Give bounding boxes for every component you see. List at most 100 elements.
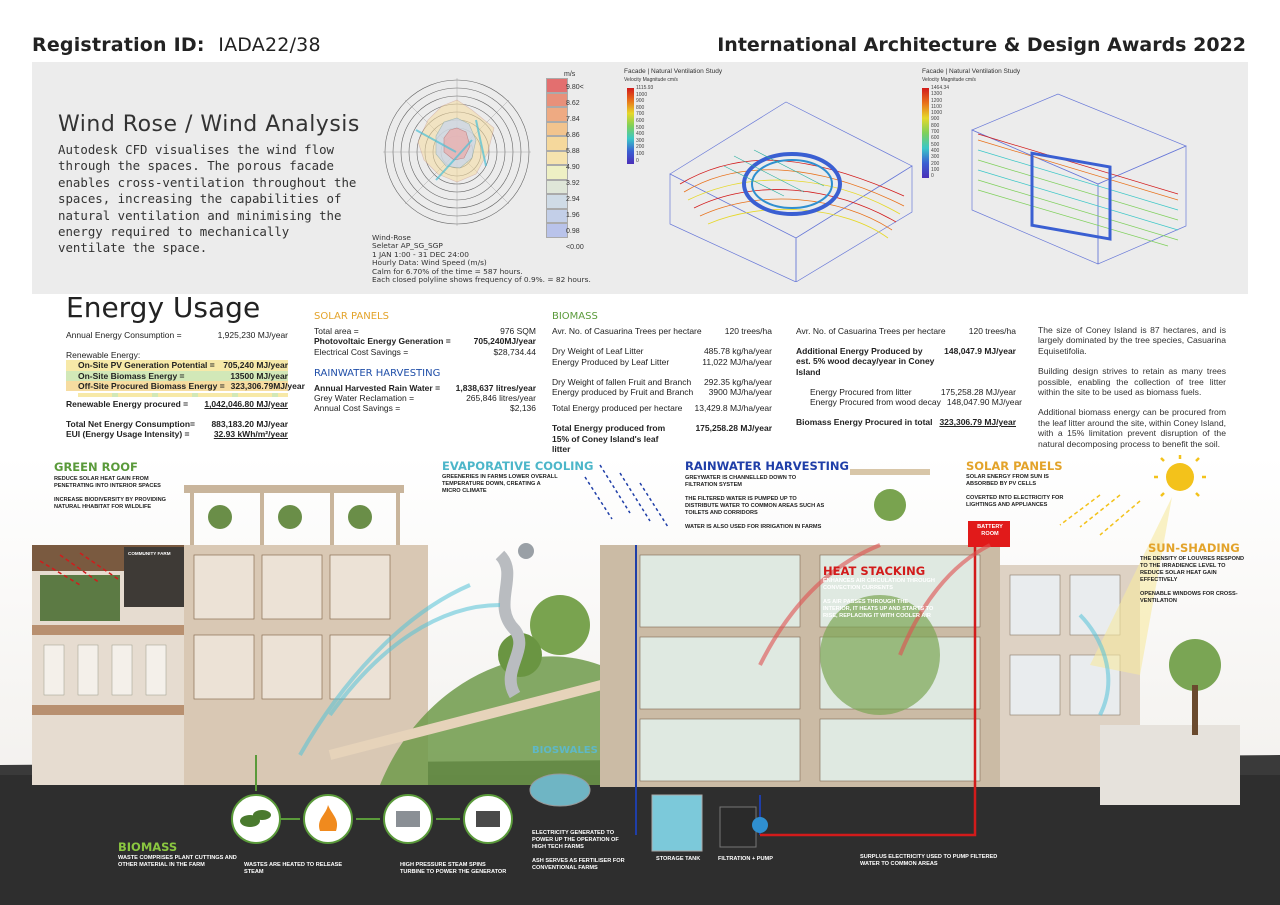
rain-row: Annual Harvested Rain Water = 1,838,637 l… xyxy=(314,383,536,393)
legend-swatch xyxy=(546,165,568,180)
row-value: 1,838,637 litres/year xyxy=(455,383,536,394)
rainwater-text: GREYWATER IS CHANNELLED DOWN TO FILTRATI… xyxy=(685,475,825,530)
wind-rose xyxy=(383,78,531,226)
row-label: Electrical Cost Savings = xyxy=(314,346,409,357)
biomass-label: BIOMASS xyxy=(118,840,178,854)
row-value: $2,136 xyxy=(510,403,536,414)
legend-label: 4.90 xyxy=(566,164,580,171)
legend-label: 5.88 xyxy=(566,148,580,155)
cfd-scale-label: 400 xyxy=(636,131,645,138)
note-paragraph: Additional biomass energy can be procure… xyxy=(1038,407,1226,449)
cfd-scale-label: 500 xyxy=(931,141,940,148)
legend-swatch xyxy=(546,107,568,122)
row-value: 1,042,046.80 MJ/year xyxy=(204,399,288,410)
cfd-scale-label: 700 xyxy=(636,111,645,118)
legend-swatch xyxy=(546,194,568,209)
row-value: 883,183.20 MJ/year xyxy=(211,419,288,430)
row-value: 148,047.9 MJ/year xyxy=(944,346,1016,357)
wind-speed-legend xyxy=(546,78,568,238)
registration: Registration ID: IADA22/38 xyxy=(32,34,321,56)
row-label: Renewable Energy procured = xyxy=(66,399,189,410)
evaporative-cooling-text: GREENERIES IN FARMS LOWER OVERALL TEMPER… xyxy=(442,474,558,494)
legend-swatch xyxy=(546,121,568,137)
caption-line: Each closed polyline shows frequency of … xyxy=(372,275,591,285)
cfd-study-1-title: Facade | Natural Ventilation Study Veloc… xyxy=(624,68,722,84)
row-value: 705,240 MJ/year xyxy=(223,360,288,371)
row-value: 705,240MJ/year xyxy=(473,336,536,347)
registration-label: Registration ID: xyxy=(32,34,205,56)
eui-row: EUI (Energy Usage Intensity) = 32.93 kWh… xyxy=(66,429,288,439)
row-label: Total Net Energy Consumption= xyxy=(66,419,196,430)
cfd-scale-label: 200 xyxy=(636,144,645,151)
note-paragraph: The size of Coney Island is 87 hectares,… xyxy=(1038,325,1226,356)
wind-rose-caption: Wind-Rose Seletar AP_SG_SGP 1 JAN 1:00 -… xyxy=(372,233,591,285)
note-paragraph: Building design strives to retain as man… xyxy=(1038,366,1226,398)
caption-line: Seletar AP_SG_SGP xyxy=(372,241,443,251)
biomass-row: Additional Energy Produced by est. 5% wo… xyxy=(796,346,1016,377)
row-value: $28,734.44 xyxy=(493,346,536,357)
row-label: EUI (Energy Usage Intensity) = xyxy=(66,429,190,440)
biomass-row: Total Energy produced per hectare 13,429.… xyxy=(552,403,772,413)
rain-row: Annual Cost Savings =$2,136 xyxy=(314,403,536,413)
row-value: 13500 MJ/year xyxy=(230,370,288,381)
cfd-scale-label: 800 xyxy=(931,122,940,129)
cfd-study-1-render xyxy=(669,101,913,282)
pv-row: On-Site PV Generation Potential = 705,24… xyxy=(66,360,288,371)
cfd-scale-label: 1115.93 xyxy=(636,85,654,91)
solar-row: Photovoltaic Energy Generation =705,240M… xyxy=(314,336,536,346)
legend-unit: m/s xyxy=(564,71,576,78)
heat-stacking-text: ENHANCES AIR CIRCULATION THROUGH CONVECT… xyxy=(823,578,935,619)
steam-text: HIGH PRESSURE STEAM SPINS TURBINE TO POW… xyxy=(400,862,507,875)
cfd-scale-label: 300 xyxy=(931,154,940,161)
cfd-scale-label: 600 xyxy=(636,117,645,124)
solar-row: Total area =976 SQM xyxy=(314,326,536,336)
row-label: Grey Water Reclamation = xyxy=(314,393,415,404)
row-label: Energy Procured from litter xyxy=(810,386,912,397)
cfd-title: Facade | Natural Ventilation Study xyxy=(922,68,1021,75)
row-value: 485.78 kg/ha/year xyxy=(703,346,772,357)
row-value: 120 trees/ha xyxy=(724,326,772,337)
row-label: Annual Harvested Rain Water = xyxy=(314,383,441,394)
renewable-heading: Renewable Energy: xyxy=(66,350,141,361)
annual-consumption-row: Annual Energy Consumption = 1,925,230 MJ… xyxy=(66,330,288,340)
award-title: International Architecture & Design Awar… xyxy=(717,34,1246,56)
legend-swatch xyxy=(546,92,568,108)
row-label: On-Site PV Generation Potential = xyxy=(78,360,215,371)
net-consumption-row: Total Net Energy Consumption= 883,183.20… xyxy=(66,419,288,429)
solar-panels-text: SOLAR ENERGY FROM SUN IS ABSORBED BY PV … xyxy=(966,474,1064,508)
cfd-scale-label: 0 xyxy=(636,157,639,164)
community-farm-sign: COMMUNITY FARM xyxy=(128,551,171,556)
row-label: Additional Energy Produced by est. 5% wo… xyxy=(796,346,935,377)
caption-line: Hourly Data: Wind Speed (m/s) xyxy=(372,258,487,268)
row-label: On-Site Biomass Energy = xyxy=(78,370,185,381)
bioswales-label: BIOSWALES xyxy=(532,745,598,756)
legend-swatch xyxy=(546,150,568,166)
biomass-total-row: Total Energy produced from 15% of Coney … xyxy=(552,423,772,454)
wind-description: Autodesk CFD visualises the wind flow th… xyxy=(58,142,357,256)
row-label: Total Energy produced per hectare xyxy=(552,403,683,414)
row-label: Dry Weight of fallen Fruit and Branch xyxy=(552,376,692,387)
cfd-study-2-title: Facade | Natural Ventilation Study Veloc… xyxy=(922,68,1020,84)
solar-row: Electrical Cost Savings = $28,734.44 xyxy=(314,347,536,357)
cfd-scale-label: 1200 xyxy=(931,97,943,104)
wind-title: Wind Rose / Wind Analysis xyxy=(58,112,360,137)
row-value: 175,258.28 MJ/year xyxy=(695,423,772,434)
energy-bar xyxy=(78,393,288,398)
biomass-row: On-Site Biomass Energy = 13500 MJ/year xyxy=(66,370,288,381)
row-label: Energy Produced by Leaf Litter xyxy=(552,356,670,367)
row-value: 13,429.8 MJ/ha/year xyxy=(694,403,773,414)
legend-label: 2.94 xyxy=(566,196,580,203)
wind-analysis-band xyxy=(32,62,1248,294)
cfd-1-scale-labels: 1115.93 1000 900 800 700 600 500 400 300… xyxy=(636,85,653,164)
cfd-study-2-render xyxy=(971,93,1187,265)
legend-label: 6.86 xyxy=(566,132,580,139)
sun-shading-text: THE DENSITY OF LOUVRES RESPOND TO THE IR… xyxy=(1140,556,1245,604)
filtration-label: FILTRATION + PUMP xyxy=(718,856,773,862)
green-roof-text: REDUCE SOLAR HEAT GAIN FROM PENETRATING … xyxy=(54,476,167,510)
legend-label: <0.00 xyxy=(566,244,584,251)
cfd-2-scale-labels: 1464.34 1300 1200 1100 1000 900 800 700 … xyxy=(931,85,949,179)
row-label: Dry Weight of Leaf Litter xyxy=(552,346,644,357)
